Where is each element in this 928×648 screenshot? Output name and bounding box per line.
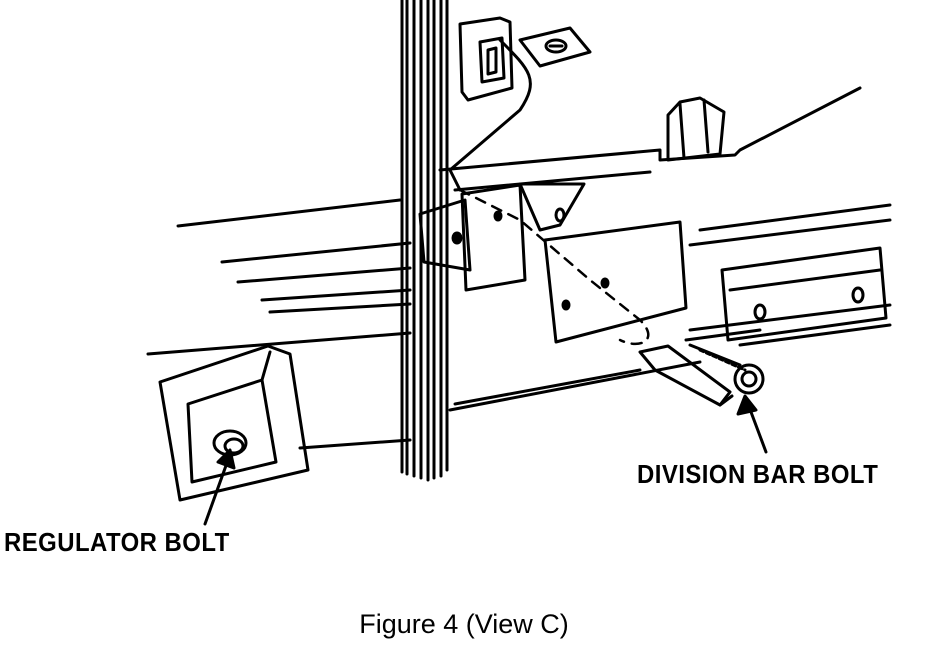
division-channel — [400, 0, 449, 482]
regulator-bracket — [158, 344, 310, 502]
door-panel-lines — [146, 86, 892, 450]
figure-caption: Figure 4 (View C) — [359, 609, 569, 639]
center-bracket — [418, 182, 688, 344]
top-clip — [448, 16, 592, 192]
division-bolt-arrow — [736, 394, 768, 454]
division-bar-bolt-label: DIVISION BAR BOLT — [637, 459, 879, 489]
alignment-dashed-line — [458, 188, 650, 346]
division-bar-bolt-assembly — [638, 343, 765, 407]
regulator-bolt-arrow — [203, 448, 236, 526]
regulator-bolt-label: REGULATOR BOLT — [4, 527, 230, 557]
